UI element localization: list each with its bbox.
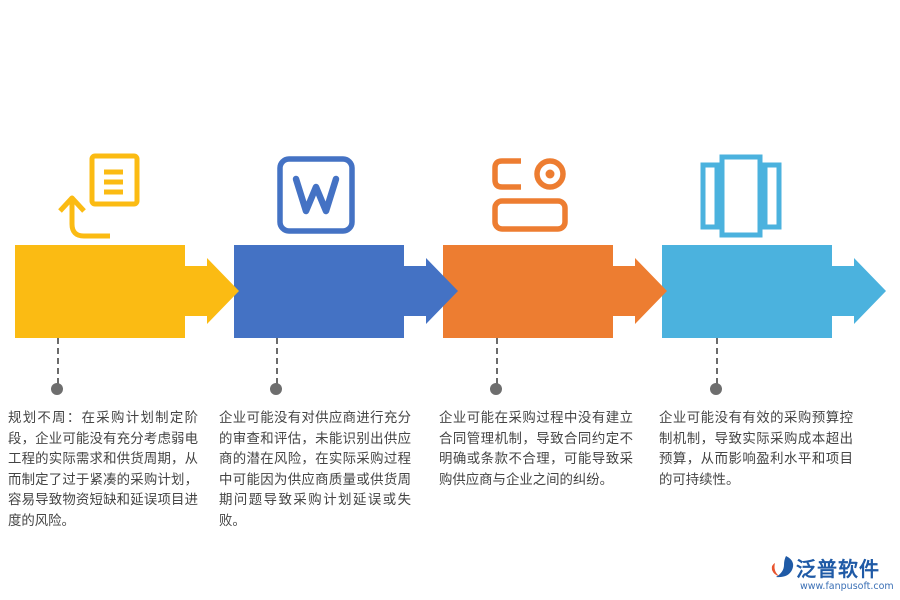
step-1-connector xyxy=(57,338,59,384)
step-2-block xyxy=(234,245,458,338)
brand-logo: 泛普软件 www.fanpusoft.com xyxy=(770,553,895,598)
step-2-connector xyxy=(276,338,278,384)
step-1-dot xyxy=(51,383,63,395)
panels-icon xyxy=(700,154,782,238)
step-3-connector xyxy=(496,338,498,384)
step-4-dot xyxy=(710,383,722,395)
step-4-description: 企业可能没有有效的采购预算控制机制，导致实际采购成本超出预算，从而影响盈利水平和… xyxy=(659,411,853,488)
step-4-connector xyxy=(716,338,718,384)
logo-name: 泛普软件 xyxy=(796,557,880,581)
step-1-block xyxy=(15,245,239,338)
step-1-description: 规划不周：在采购计划制定阶段，企业可能没有充分考虑弱电工程的实际需求和供货周期，… xyxy=(8,411,198,529)
step-2-description: 企业可能没有对供应商进行充分的审查和评估，未能识别出供应商的潜在风险，在实际采购… xyxy=(219,411,411,529)
step-3-description: 企业可能在采购过程中没有建立合同管理机制，导致合同约定不明确或条款不合理，可能导… xyxy=(439,411,633,488)
logo-url: www.fanpusoft.com xyxy=(800,581,894,592)
step-3-block xyxy=(443,245,667,338)
word-document-icon xyxy=(277,156,355,234)
logo-mark-icon xyxy=(771,556,794,578)
step-3-dot xyxy=(490,383,502,395)
return-document-icon xyxy=(58,153,140,239)
toggle-settings-icon xyxy=(492,158,568,232)
step-4-block xyxy=(662,245,886,338)
step-2-dot xyxy=(270,383,282,395)
